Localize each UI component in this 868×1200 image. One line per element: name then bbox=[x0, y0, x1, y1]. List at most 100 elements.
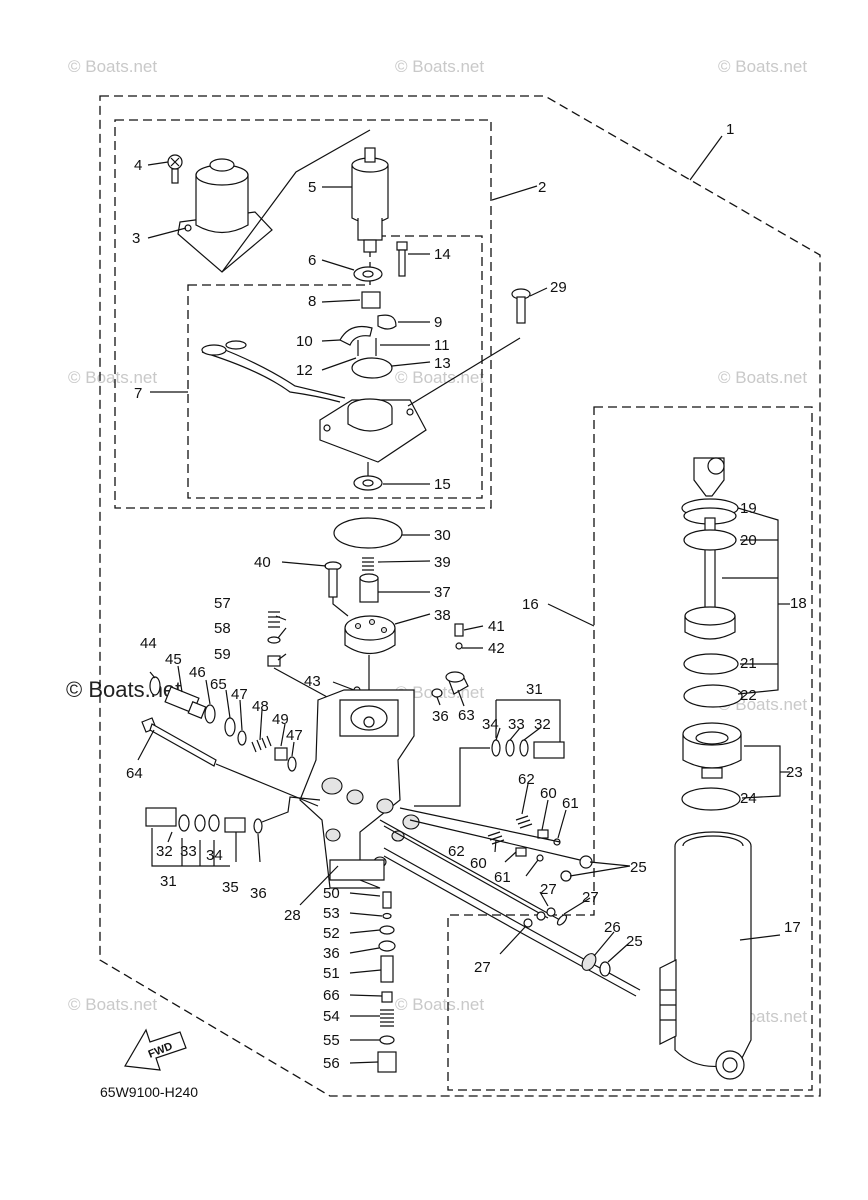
label-51: 51 bbox=[323, 965, 340, 982]
label-47: 47 bbox=[286, 727, 303, 744]
label-20: 20 bbox=[740, 532, 757, 549]
label-50: 50 bbox=[323, 885, 340, 902]
lower-valve-stack bbox=[377, 891, 397, 1073]
label-62: 62 bbox=[448, 843, 465, 860]
label-12: 12 bbox=[296, 362, 313, 379]
part-39-spring bbox=[362, 557, 374, 571]
label-66: 66 bbox=[323, 987, 340, 1004]
part-62-spring-a bbox=[515, 815, 533, 829]
label-42: 42 bbox=[488, 640, 505, 657]
part-31-right-valve bbox=[491, 739, 565, 759]
part-27-oring-b bbox=[546, 907, 556, 917]
part-48-spring bbox=[251, 735, 272, 753]
bolt-29-line bbox=[407, 337, 521, 407]
bolt-64-line bbox=[215, 763, 319, 807]
part-35-valve bbox=[224, 817, 246, 833]
label-4: 4 bbox=[134, 157, 142, 174]
part-8-block bbox=[361, 291, 381, 309]
label-64: 64 bbox=[126, 765, 143, 782]
label-32: 32 bbox=[534, 716, 551, 733]
cylinder-assembly-outline bbox=[447, 406, 813, 1091]
label-59: 59 bbox=[214, 646, 231, 663]
part-11-12-springs bbox=[357, 338, 377, 356]
part-45-valve bbox=[164, 686, 207, 719]
guide-lines bbox=[399, 807, 581, 861]
label-61: 61 bbox=[494, 869, 511, 886]
label-15: 15 bbox=[434, 476, 451, 493]
label-44: 44 bbox=[140, 635, 157, 652]
watermark: © Boats.net bbox=[718, 57, 807, 76]
part-59-valve bbox=[267, 655, 281, 667]
label-32: 32 bbox=[156, 843, 173, 860]
part-23-piston bbox=[682, 722, 742, 779]
part-6-seal-hole bbox=[362, 270, 374, 278]
part-46-oring bbox=[204, 704, 216, 724]
label-31: 31 bbox=[526, 681, 543, 698]
diagram-code: 65W9100-H240 bbox=[100, 1084, 198, 1100]
motor-assembly-outline bbox=[114, 119, 492, 509]
label-3: 3 bbox=[132, 230, 140, 247]
label-34: 34 bbox=[206, 847, 223, 864]
label-55: 55 bbox=[323, 1032, 340, 1049]
valve-35-line bbox=[261, 796, 321, 823]
motor-bracket-line bbox=[221, 129, 371, 273]
part-28-plate bbox=[329, 859, 385, 881]
watermark: © Boats.net bbox=[68, 995, 157, 1014]
part-42-ball bbox=[455, 642, 463, 650]
label-45: 45 bbox=[165, 651, 182, 668]
part-24-oring bbox=[681, 787, 741, 811]
label-43: 43 bbox=[304, 673, 321, 690]
label-60: 60 bbox=[470, 855, 487, 872]
label-6: 6 bbox=[308, 252, 316, 269]
assembly-outline bbox=[99, 95, 821, 1097]
leader-lines bbox=[137, 135, 790, 1064]
label-37: 37 bbox=[434, 584, 451, 601]
valve-31-line bbox=[414, 747, 490, 807]
label-2: 2 bbox=[538, 179, 546, 196]
part-27-oring-d bbox=[523, 918, 533, 928]
part-63-plug bbox=[445, 671, 469, 695]
label-25: 25 bbox=[630, 859, 647, 876]
part-5-shaft bbox=[351, 147, 389, 253]
label-34: 34 bbox=[482, 716, 499, 733]
label-35: 35 bbox=[222, 879, 239, 896]
part-60-plug-b bbox=[515, 847, 527, 857]
part-14-bolt bbox=[396, 241, 408, 277]
label-62: 62 bbox=[518, 771, 535, 788]
label-27: 27 bbox=[540, 881, 557, 898]
label-10: 10 bbox=[296, 333, 313, 350]
part-4-screw bbox=[167, 154, 183, 184]
label-27: 27 bbox=[474, 959, 491, 976]
label-57: 57 bbox=[214, 595, 231, 612]
valve-body bbox=[299, 689, 420, 889]
watermark: © Boats.net bbox=[395, 995, 484, 1014]
part-21-oring bbox=[683, 653, 739, 675]
part-26-filter bbox=[581, 953, 597, 971]
part-30-oring bbox=[333, 517, 403, 549]
label-48: 48 bbox=[252, 698, 269, 715]
label-8: 8 bbox=[308, 293, 316, 310]
label-18: 18 bbox=[790, 595, 807, 612]
part-47-washer-b bbox=[287, 756, 297, 772]
label-31: 31 bbox=[160, 873, 177, 890]
label-58: 58 bbox=[214, 620, 231, 637]
part-47-washer bbox=[237, 730, 247, 746]
label-26: 26 bbox=[604, 919, 621, 936]
label-40: 40 bbox=[254, 554, 271, 571]
part-25-oring-c bbox=[599, 961, 611, 977]
label-5: 5 bbox=[308, 179, 316, 196]
part-37-sleeve-top bbox=[359, 573, 379, 583]
label-16: 16 bbox=[522, 596, 539, 613]
part-36-oring-c bbox=[431, 688, 443, 698]
label-61: 61 bbox=[562, 795, 579, 812]
part-9-clip bbox=[377, 314, 397, 330]
part-60-plug-a bbox=[537, 829, 549, 839]
label-29: 29 bbox=[550, 279, 567, 296]
label-7: 7 bbox=[134, 385, 142, 402]
part-49-valve bbox=[274, 747, 288, 761]
part-29-bolt bbox=[511, 288, 531, 324]
hydraulic-tubes bbox=[379, 819, 641, 997]
part-10-bracket bbox=[339, 325, 373, 346]
part-27-oring-a bbox=[536, 911, 546, 921]
